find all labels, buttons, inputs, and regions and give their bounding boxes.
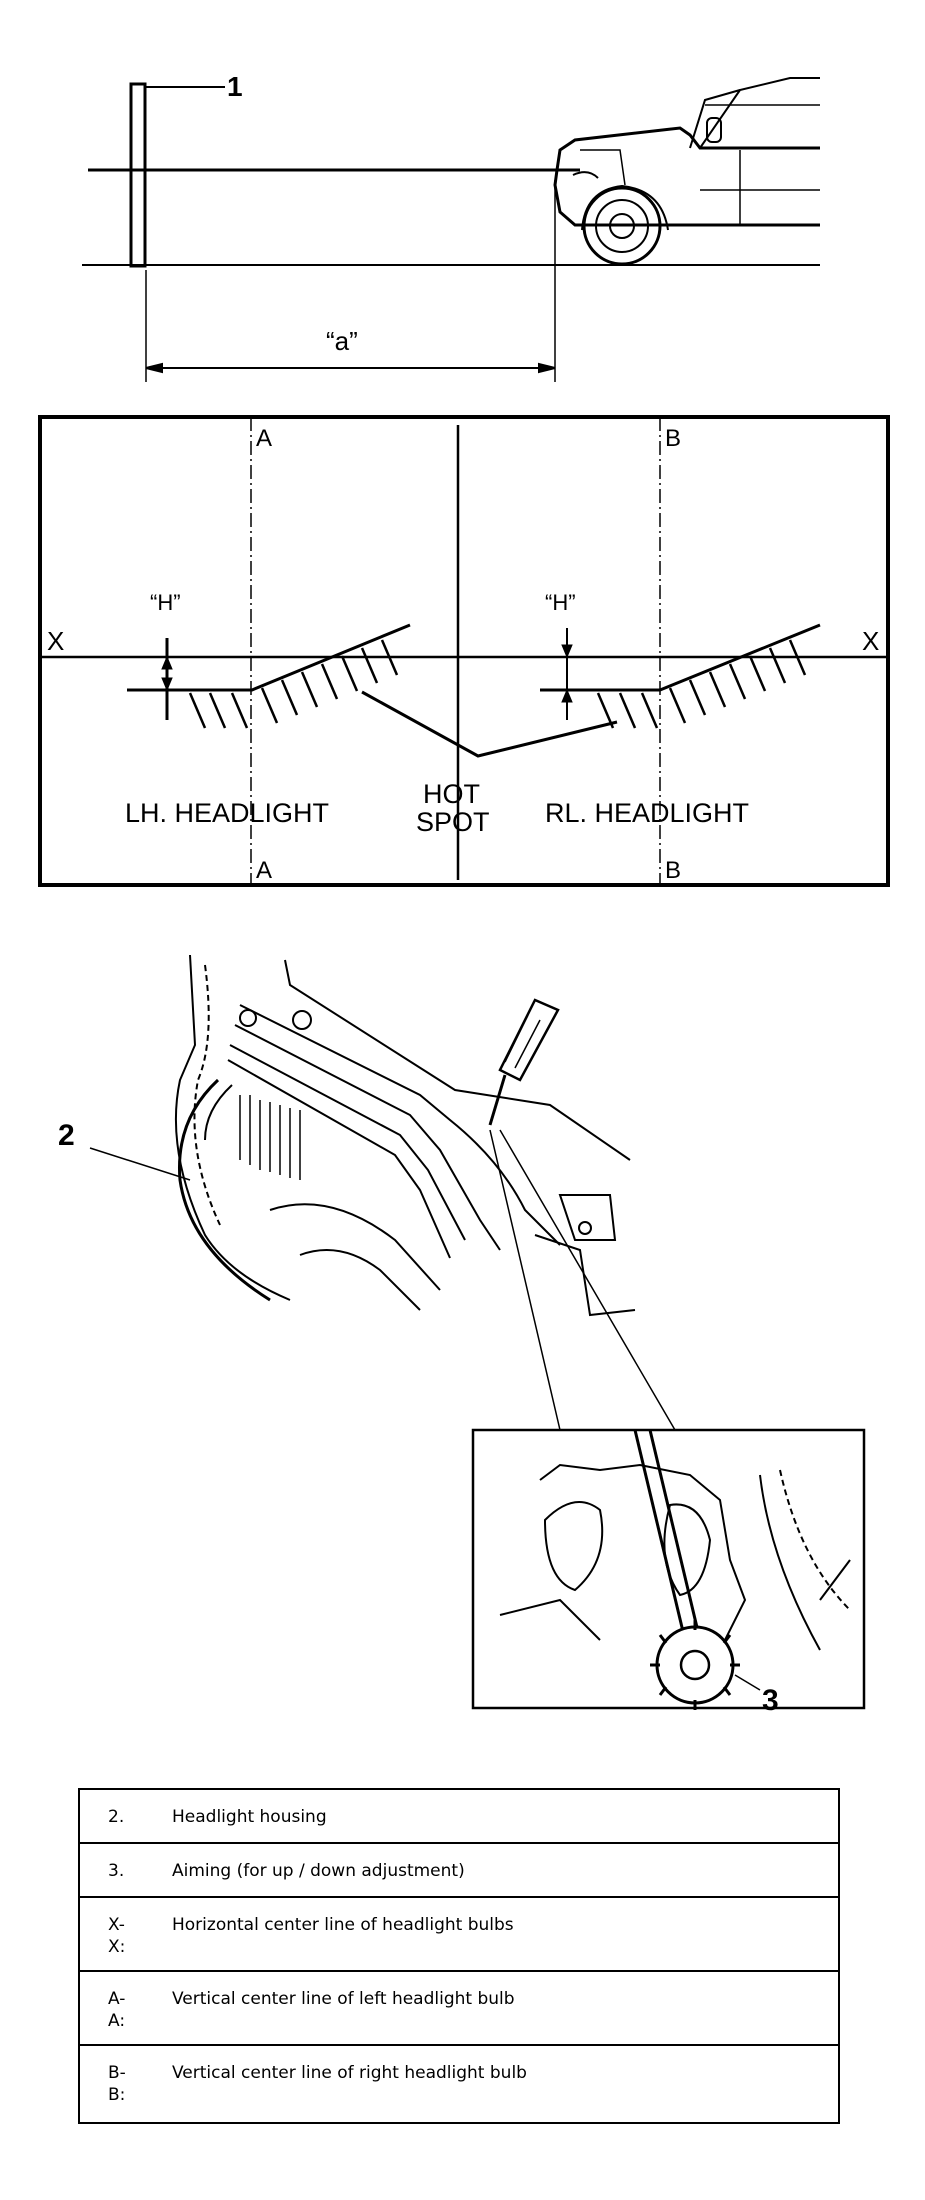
callout-1: 1 [227,71,243,102]
legend-code: X- X: [108,1915,126,1957]
lh-headlight-label: LH. HEADLIGHT [125,798,329,828]
hot-spot-label-1: HOT [423,779,480,809]
hot-spot-label-2: SPOT [416,807,490,837]
legend-text: Horizontal center line of headlight bulb… [172,1915,514,1935]
aiming-pattern [38,415,890,887]
legend-code: 2. [108,1807,125,1827]
distance-label: “a” [326,326,358,356]
screwdriver [488,998,560,1126]
legend-code: A- A: [108,1989,126,2031]
axis-a-bottom: A [256,857,272,884]
legend-row: 3. Aiming (for up / down adjustment) [78,1842,840,1898]
callout-3: 3 [762,1684,779,1717]
axis-x-left: X [47,626,64,656]
adjuster-detail [499,1429,851,1710]
aiming-gear [655,1625,735,1705]
axis-b-bottom: B [665,857,681,884]
legend-row: 2. Headlight housing [78,1788,840,1844]
height-label-right: “H” [545,590,576,615]
rh-headlight-label: RL. HEADLIGHT [545,798,749,828]
legend-code: B- B: [108,2063,126,2105]
vehicle-front [553,77,820,266]
legend-row: A- A: Vertical center line of left headl… [78,1970,840,2046]
front-wheel [582,186,662,266]
legend-text: Vertical center line of right headlight … [172,2063,527,2083]
legend-code: 3. [108,1861,125,1881]
headlight-housing [177,1078,271,1302]
axis-b-top: B [665,425,681,452]
height-label-left: “H” [150,590,181,615]
aiming-screen [129,82,147,268]
legend-text: Vertical center line of left headlight b… [172,1989,515,2009]
pattern-border [38,415,890,887]
legend-text: Aiming (for up / down adjustment) [172,1861,465,1881]
axis-x-right: X [862,626,879,656]
legend-row: X- X: Horizontal center line of headligh… [78,1896,840,1972]
legend-text: Headlight housing [172,1807,327,1827]
legend-table: 2. Headlight housing 3. Aiming (for up /… [78,1788,840,2124]
housing-view [89,954,866,1710]
side-view [82,77,820,382]
headlight-aiming-diagram: 1 “a” [38,71,890,1717]
callout-2: 2 [58,1119,75,1152]
legend-row: B- B: Vertical center line of right head… [78,2044,840,2124]
axis-a-top: A [256,425,272,452]
